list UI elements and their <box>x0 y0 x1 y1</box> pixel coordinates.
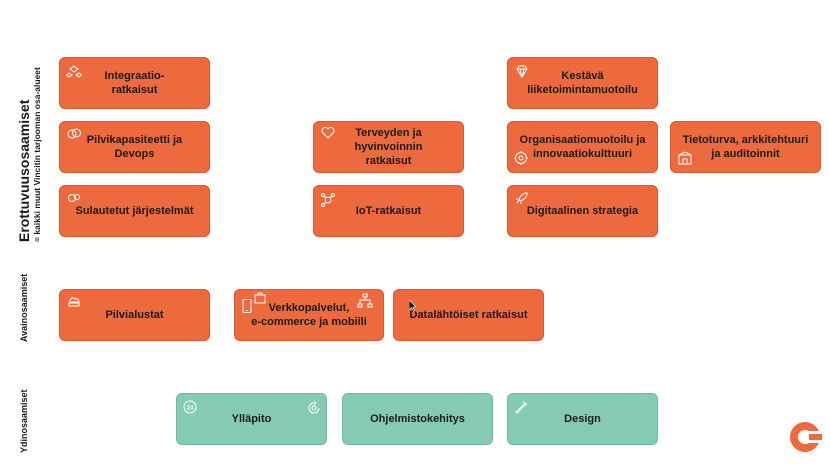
section-differentiating: Erottuvuusosaamiset = kaikki muut Vincit… <box>16 67 42 242</box>
svg-text:24: 24 <box>187 406 194 412</box>
chip-icon <box>66 190 82 206</box>
card-data-driven[interactable]: Datalähtöiset ratkaisut <box>393 289 544 341</box>
diamond-icon <box>514 64 530 80</box>
mouse-cursor-icon <box>408 299 417 312</box>
section-key-title: Avainosaamiset <box>19 273 29 342</box>
section-core: Ydinosaamiset <box>18 389 30 453</box>
gear-icon <box>513 150 529 166</box>
heart-hands-icon <box>320 125 336 141</box>
card-iot-label: IoT-ratkaisut <box>355 205 422 217</box>
sitemap-icon <box>357 293 373 309</box>
section-key: Avainosaamiset <box>18 274 30 342</box>
card-digital-strategy-label: Digitaalinen strategia <box>526 205 639 217</box>
section-differentiating-subtitle: = kaikki muut Vincitin tarjooman osa-alu… <box>32 67 42 242</box>
card-web-services[interactable]: Verkkopalvelut, e-commerce ja mobiili <box>234 289 384 341</box>
card-design-label: Design <box>564 413 601 425</box>
card-software-dev-label: Ohjelmistokehitys <box>370 413 465 425</box>
network-icon <box>320 192 336 208</box>
card-cloud-devops[interactable]: Pilvikapasiteetti ja Devops <box>59 121 210 173</box>
section-core-title: Ydinosaamiset <box>19 389 29 453</box>
card-organisation[interactable]: Organisaatiomuotoilu ja innovaatiokulttu… <box>507 121 658 173</box>
mobile-icon <box>239 298 255 314</box>
card-iot[interactable]: IoT-ratkaisut <box>313 185 464 237</box>
card-digital-strategy[interactable]: Digitaalinen strategia <box>507 185 658 237</box>
rocket-icon <box>514 190 530 206</box>
card-sustainable-label: Kestävä liiketoimintamuotoilu <box>527 70 638 96</box>
card-cloud-platforms-label: Pilvialustat <box>105 309 164 321</box>
card-health[interactable]: Terveyden ja hyvinvoinnin ratkaisut <box>313 121 464 173</box>
cloud-server-icon <box>66 294 82 310</box>
cart-icon <box>252 290 268 306</box>
card-security-label: Tietoturva, arkkitehtuuri ja auditoinnit <box>682 134 809 160</box>
card-embedded[interactable]: Sulautetut järjestelmät <box>59 185 210 237</box>
card-integration-label: Integraatio- ratkaisut <box>104 70 165 96</box>
card-organisation-label: Organisaatiomuotoilu ja innovaatiokulttu… <box>519 134 646 160</box>
section-differentiating-title: Erottuvuusosaamiset <box>16 99 32 242</box>
card-cloud-devops-label: Pilvikapasiteetti ja Devops <box>86 134 183 160</box>
card-maintenance-label: Ylläpito <box>231 413 272 425</box>
card-integration[interactable]: Integraatio- ratkaisut <box>59 57 210 109</box>
card-web-services-label: Verkkopalvelut, e-commerce ja mobiili <box>251 302 367 328</box>
building-icon <box>677 150 693 166</box>
card-design[interactable]: Design <box>507 393 658 445</box>
card-software-dev[interactable]: Ohjelmistokehitys <box>342 393 493 445</box>
clock-24-icon: 24 <box>182 399 198 415</box>
layers-icon <box>66 64 82 80</box>
card-health-label: Terveyden ja hyvinvoinnin ratkaisut <box>354 127 423 167</box>
refresh-icon <box>306 400 322 416</box>
card-sustainable[interactable]: Kestävä liiketoimintamuotoilu <box>507 57 658 109</box>
card-data-driven-label: Datalähtöiset ratkaisut <box>409 309 528 321</box>
company-logo <box>788 420 822 454</box>
card-security[interactable]: Tietoturva, arkkitehtuuri ja auditoinnit <box>670 121 821 173</box>
card-cloud-platforms[interactable]: Pilvialustat <box>59 289 210 341</box>
card-embedded-label: Sulautetut järjestelmät <box>75 205 194 217</box>
card-maintenance[interactable]: 24 Ylläpito <box>176 393 327 445</box>
cloud-icon <box>66 125 82 141</box>
pencil-ruler-icon <box>513 399 529 415</box>
